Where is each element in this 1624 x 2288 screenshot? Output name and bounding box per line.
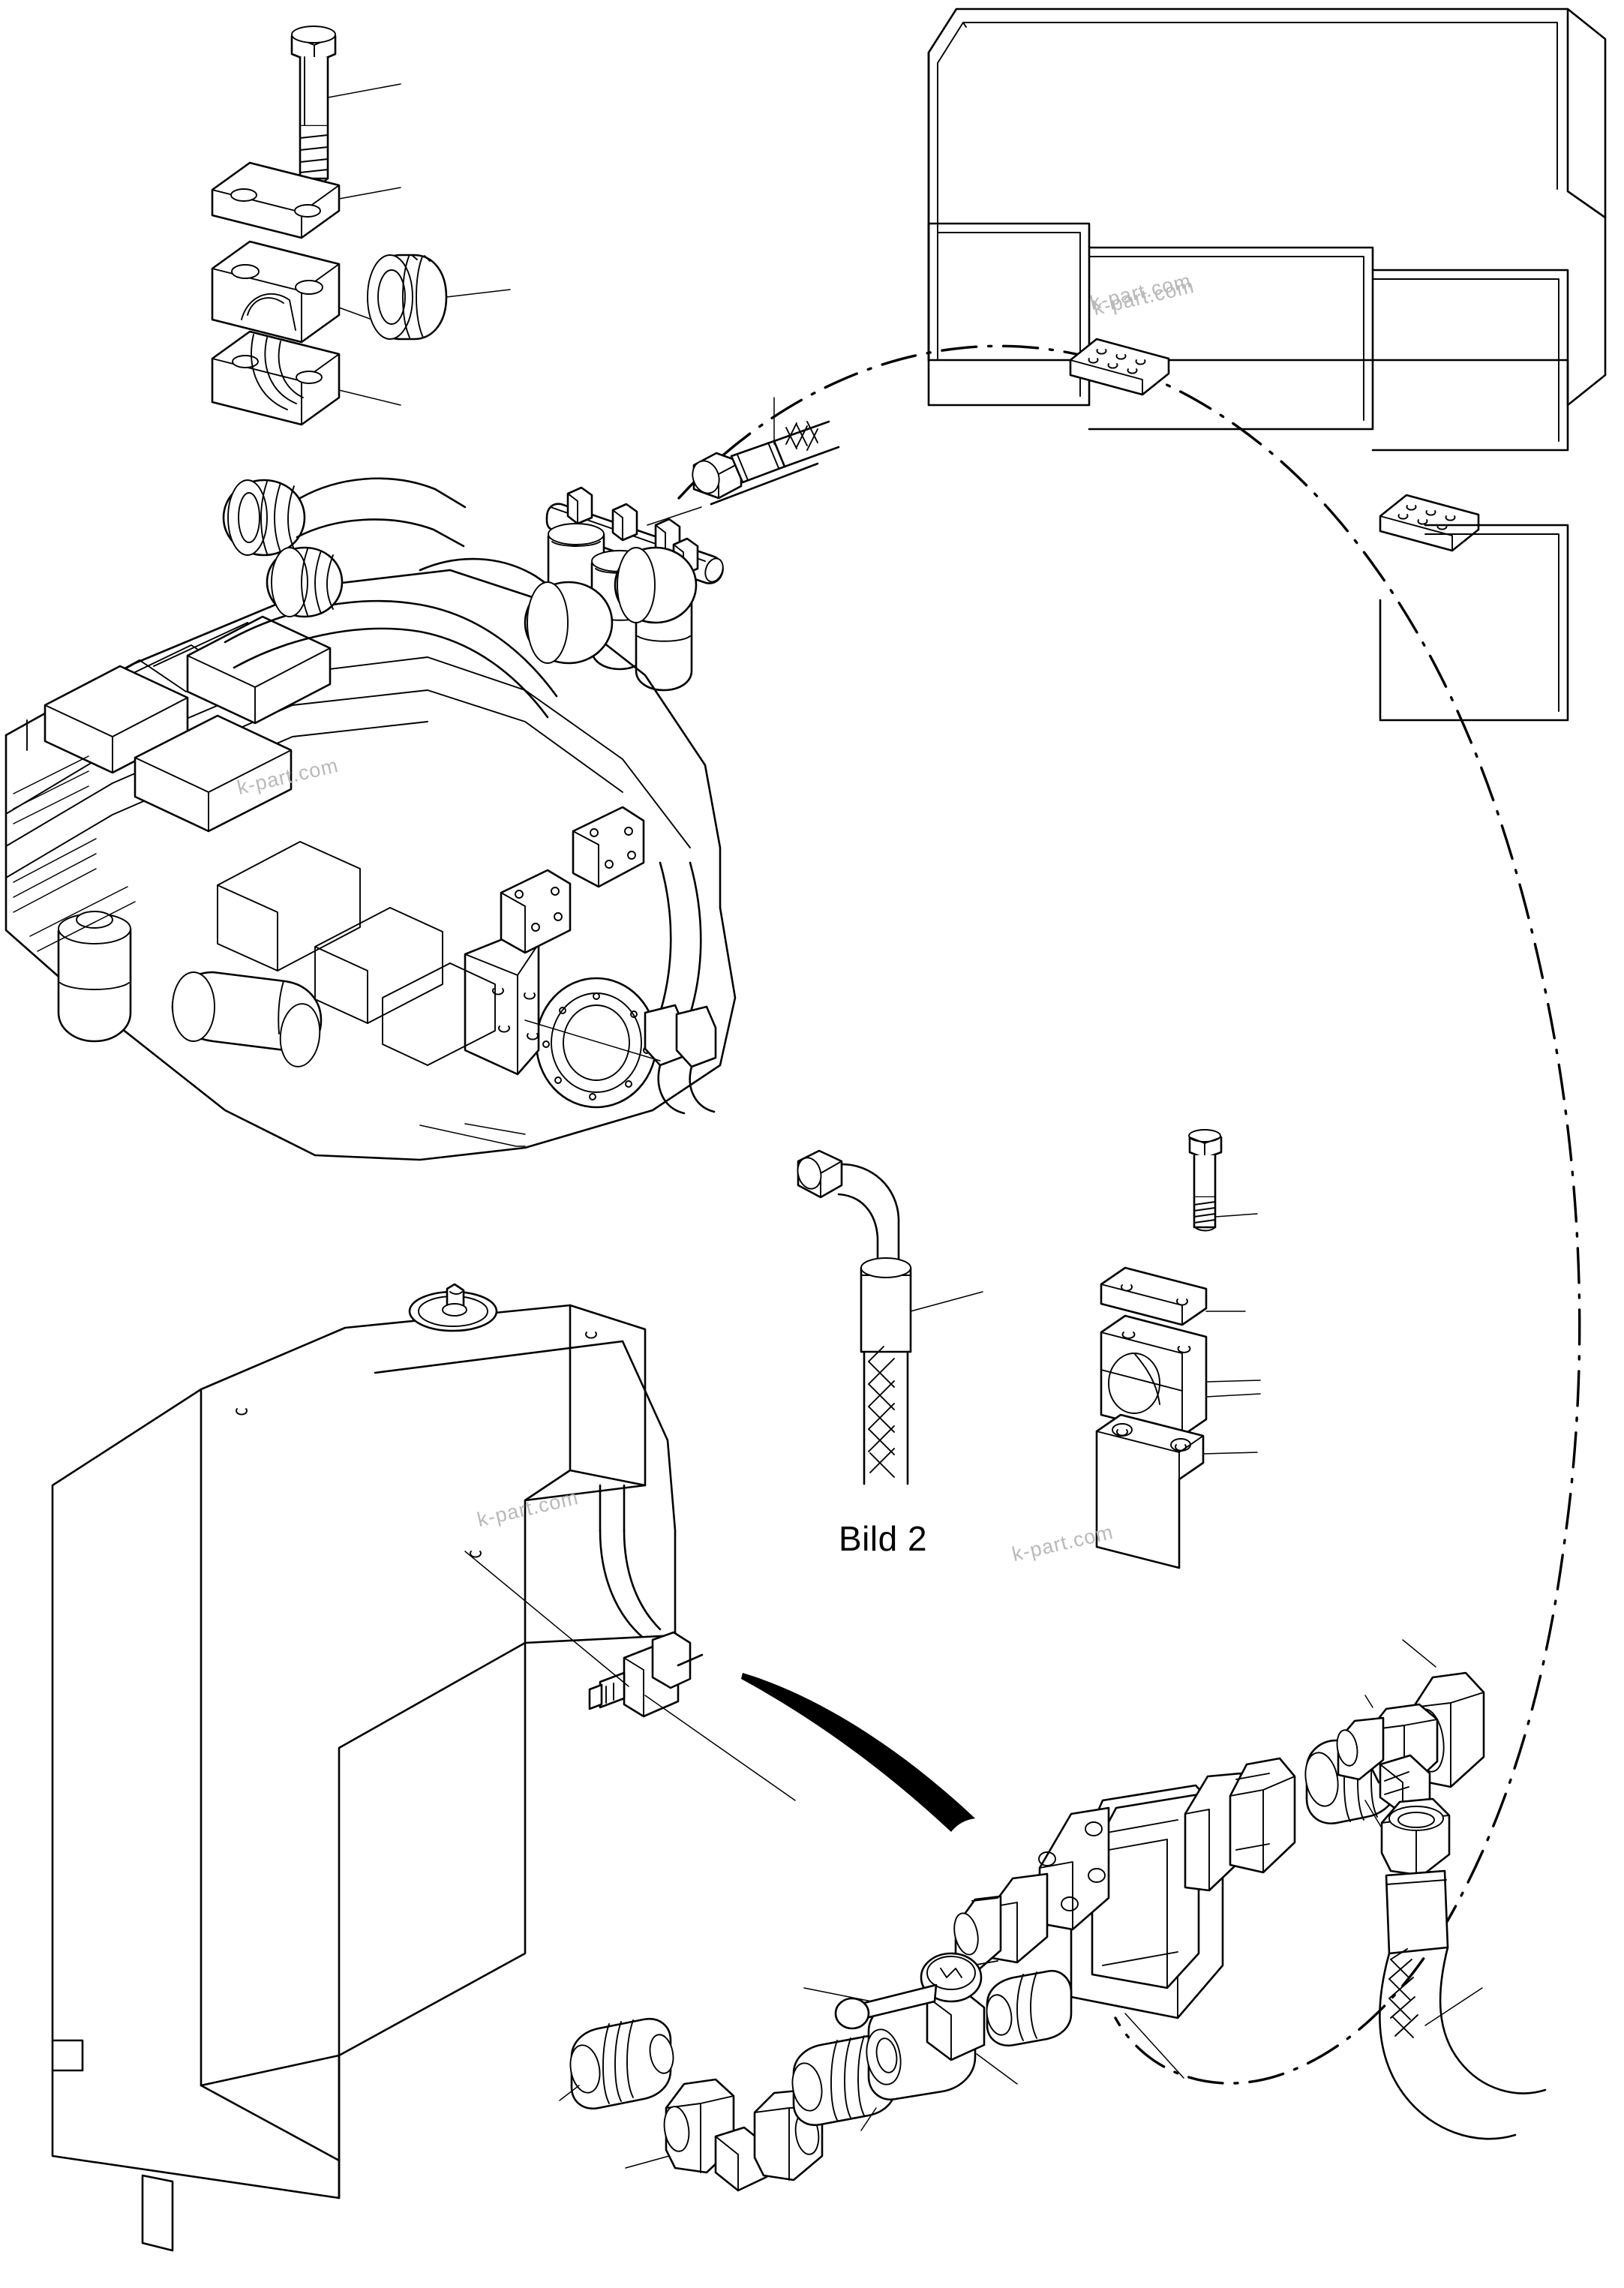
elbow-union-fitting — [625, 2078, 824, 2192]
figure-caption: Bild 2 — [839, 1519, 928, 1558]
hose-elbow-braided — [797, 1149, 983, 1485]
callout-arrow — [741, 1673, 975, 1832]
boundary-dash-dot-line — [677, 344, 1581, 2085]
hex-head-bolt — [1188, 1129, 1258, 1232]
threaded-nipple — [559, 2017, 674, 2110]
mounting-bracket-right — [1379, 494, 1480, 552]
filler-cap — [408, 1283, 498, 1332]
hose-upper-straight — [692, 397, 840, 506]
clamp-upper-half — [211, 240, 401, 344]
hose-lower-curved — [1336, 1695, 1547, 2140]
tank-outlet-valve — [588, 1631, 704, 1718]
clamp-base-block — [1095, 1413, 1258, 1569]
clamp-assembly-lower-right — [1095, 1129, 1261, 1569]
starter-motor — [171, 971, 323, 1067]
clamp-lower-half — [211, 330, 401, 426]
engine-assembly — [5, 477, 737, 1161]
hex-head-bolt — [290, 26, 401, 184]
mounting-bracket-left — [1069, 338, 1170, 396]
flywheel-housing — [535, 977, 658, 1109]
clamp-cover-plate — [1100, 1266, 1246, 1326]
exhaust-bellows-upper — [222, 479, 306, 557]
rubber-grommet-bushing — [367, 254, 511, 341]
oil-filter-canister — [57, 911, 132, 1043]
hose-barb-adapter — [986, 1970, 1073, 2047]
clamp-assembly-upper-left — [211, 26, 511, 426]
ball-valve-with-lever — [803, 1952, 1018, 2100]
clamp-block-with-bore — [1100, 1314, 1261, 1437]
panel-assembly — [927, 8, 1607, 722]
tank-assembly — [51, 1283, 796, 2252]
exhaust-bellows-mid — [266, 546, 344, 618]
clamp-cover-plate — [211, 161, 401, 239]
valve-fitting-chain — [559, 1952, 1073, 2192]
